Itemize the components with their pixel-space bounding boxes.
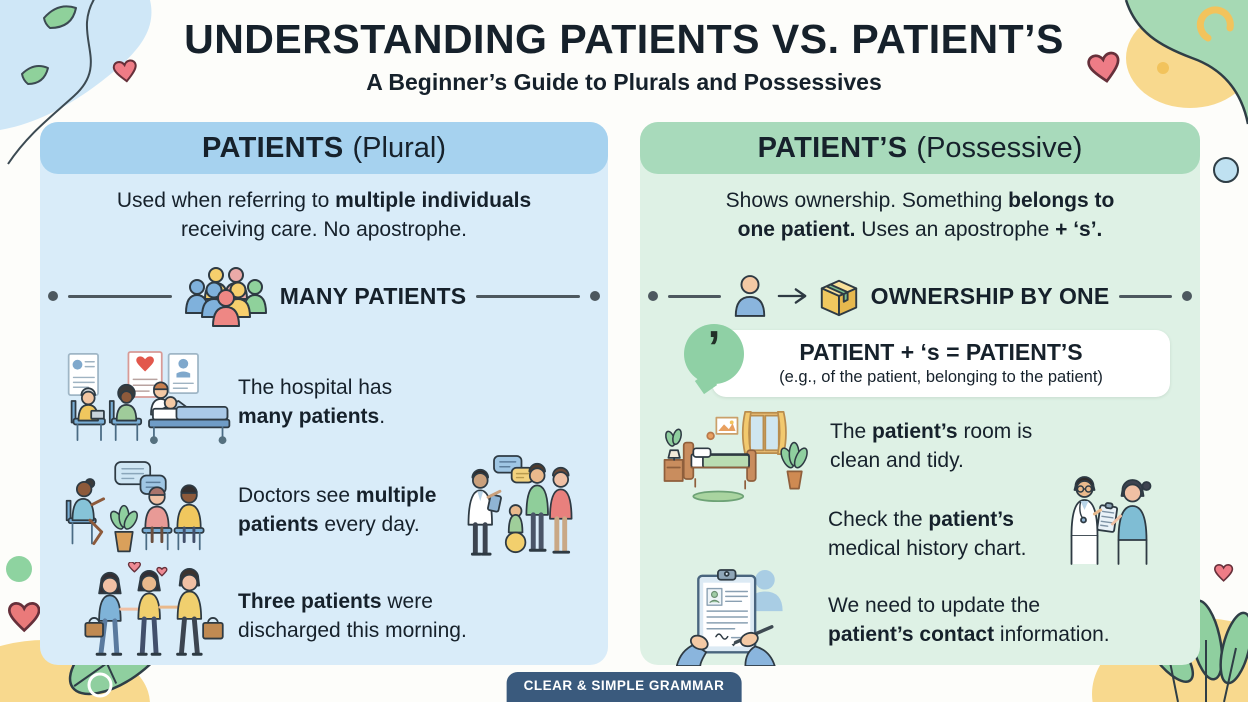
example-text: The hospital has many patients. [238, 374, 392, 431]
plural-word: PATIENTS [202, 131, 344, 164]
plural-panel: PATIENTS (Plural) Used when referring to… [40, 122, 608, 665]
arrow-right-icon [777, 288, 807, 304]
form-signing-icon [676, 569, 783, 666]
doctor-showing-chart-icon [1070, 476, 1152, 565]
apostrophe-speech-bubble-icon: ’ [684, 321, 744, 384]
person-icon [734, 275, 765, 317]
example-line: We need to update the [828, 594, 1041, 617]
plural-panel-header: PATIENTS (Plural) [40, 122, 608, 174]
example-line: Check the patient’s [828, 508, 1014, 531]
example-line: patients every day. [238, 512, 420, 536]
example-line: medical history chart. [828, 536, 1027, 560]
possessive-note: (Possessive) [916, 131, 1083, 164]
divider-dot [648, 291, 658, 301]
example-text: We need to update the patient’s contact … [828, 592, 1110, 649]
formula-title: PATIENT + ‘s = PATIENT’S [799, 339, 1083, 365]
clinic-consultation-icon [65, 461, 205, 553]
doctor-with-family-icon [467, 455, 573, 556]
apostrophe-glyph: ’ [707, 321, 721, 373]
possessive-panel-header: PATIENT’S (Possessive) [640, 122, 1200, 174]
crowd-icon [184, 267, 267, 327]
package-icon [820, 279, 857, 317]
patient-room-icon [663, 410, 808, 502]
example-line: discharged this morning. [238, 618, 467, 642]
example-line: Doctors see multiple [238, 484, 437, 507]
divider-line [68, 294, 172, 298]
possessive-panel: PATIENT’S (Possessive) Shows ownership. … [640, 122, 1200, 666]
heart-icon [1213, 563, 1234, 582]
example-text: Three patients were discharged this morn… [238, 588, 467, 645]
possessive-section-divider: OWNERSHIP BY ONE [648, 270, 1193, 322]
example-line: Three patients were [238, 590, 433, 613]
example-text: The patient’s room is clean and tidy. [830, 418, 1032, 475]
description-line: Shows ownership. Something belongs to [725, 189, 1115, 212]
page-title: UNDERSTANDING PATIENTS VS. PATIENT’S [184, 16, 1064, 62]
possessive-section-label: OWNERSHIP BY ONE [870, 282, 1110, 309]
divider-dot [1182, 291, 1193, 301]
possessive-word: PATIENT’S [757, 131, 908, 164]
example-line: The hospital has [238, 376, 393, 399]
divider-dot [590, 291, 600, 301]
divider-dot [48, 291, 58, 301]
heart-icon [7, 601, 41, 633]
plural-section-label: MANY PATIENTS [279, 282, 467, 309]
example-line: The patient’s room is [830, 420, 1033, 443]
divider-line [476, 294, 580, 298]
formula-subtitle: (e.g., of the patient, belonging to the … [779, 368, 1103, 386]
example-text: Check the patient’s medical history char… [828, 506, 1026, 563]
description-line: receiving care. No apostrophe. [181, 218, 467, 241]
formula-card: PATIENT + ‘s = PATIENT’S (e.g., of the p… [712, 330, 1170, 397]
hospital-ward-icon [67, 351, 231, 445]
divider-line [1119, 294, 1173, 298]
possessive-description: Shows ownership. Something belongs to on… [640, 186, 1200, 244]
plural-description: Used when referring to multiple individu… [40, 186, 608, 244]
brand-badge: CLEAR & SIMPLE GRAMMAR [506, 672, 742, 702]
divider-line [668, 294, 721, 298]
description-line: Used when referring to multiple individu… [116, 189, 532, 212]
example-text: Doctors see multiple patients every day. [238, 482, 436, 539]
example-line: patient’s contact information. [828, 622, 1110, 646]
plural-note: (Plural) [352, 131, 446, 164]
example-line: many patients. [238, 404, 386, 428]
page-subtitle: A Beginner’s Guide to Plurals and Posses… [366, 69, 882, 95]
discharged-patients-icon [84, 562, 224, 656]
example-line: clean and tidy. [830, 448, 964, 472]
description-line: one patient. Uses an apostrophe + ‘s’. [737, 218, 1103, 241]
plural-section-divider: MANY PATIENTS [48, 267, 600, 327]
